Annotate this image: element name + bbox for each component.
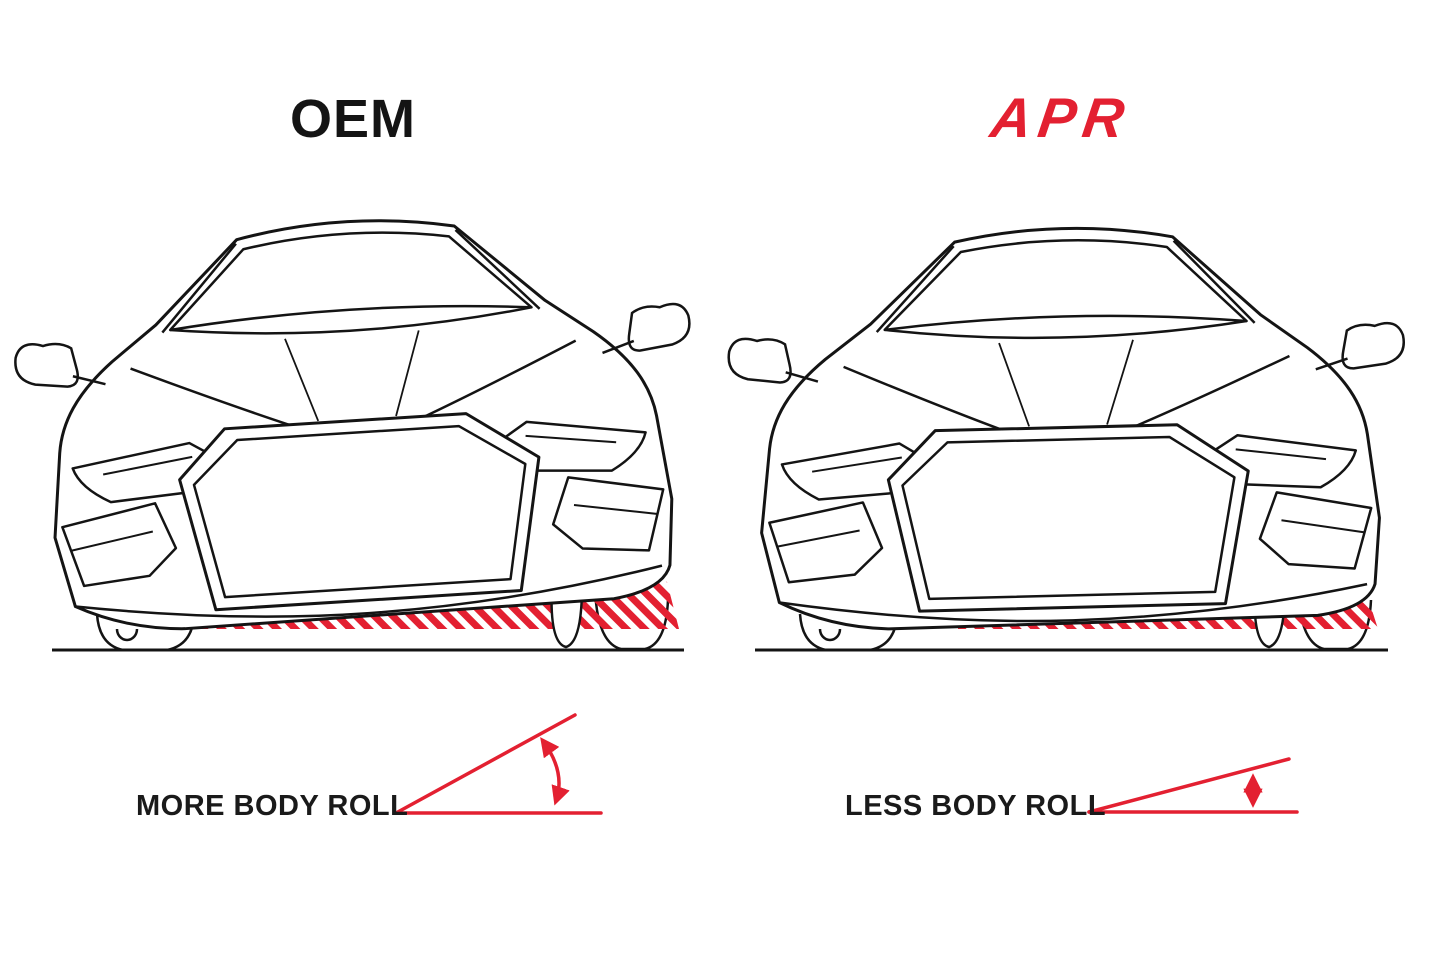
oem-angle-arc-arrow-icon [540, 737, 570, 806]
apr-caption: LESS BODY ROLL [845, 790, 1107, 822]
oem-angle-slant-line [394, 713, 577, 815]
apr-tow-hook-icon [818, 627, 842, 642]
oem-car-front-icon [6, 199, 709, 640]
oem-tow-hook-icon [115, 627, 139, 642]
apr-angle-slant-line [1087, 757, 1291, 814]
oem-car-panel [6, 199, 709, 652]
oem-caption: MORE BODY ROLL [136, 790, 409, 822]
apr-roll-angle-diagram [1087, 757, 1299, 814]
apr-car-front-icon [724, 218, 1412, 635]
apr-car-panel [724, 218, 1412, 652]
oem-title: OEM [289, 89, 416, 149]
oem-roll-angle-diagram [394, 713, 603, 815]
